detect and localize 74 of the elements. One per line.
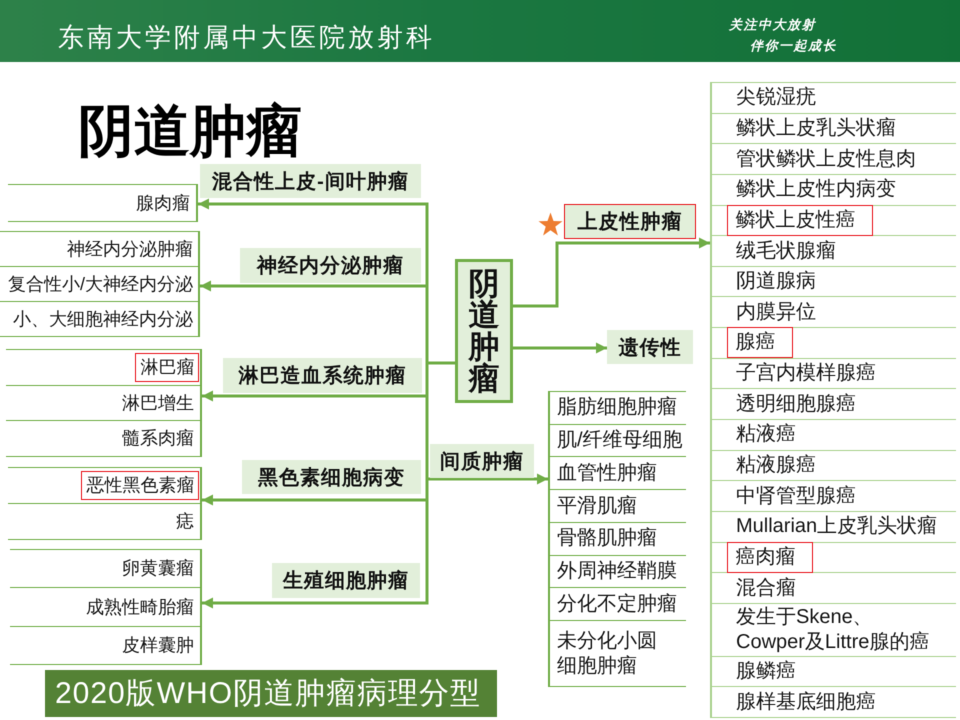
highlighted-tumor-type: 癌肉瘤 bbox=[726, 542, 812, 573]
list-row bbox=[0, 231, 198, 267]
list-row bbox=[712, 82, 956, 114]
arrow bbox=[513, 238, 710, 308]
tumor-type: 平滑肌瘤 bbox=[557, 494, 637, 519]
tumor-type: 中肾管型腺癌 bbox=[736, 484, 856, 509]
list-bracket bbox=[710, 82, 956, 718]
highlighted-tumor-type: 腺癌 bbox=[726, 327, 792, 358]
slogan-text: 伴你一起成长 bbox=[750, 39, 837, 55]
tumor-type: 鳞状上皮性内病变 bbox=[736, 177, 896, 202]
tumor-type: 复合性小/大神经内分泌 bbox=[8, 272, 193, 296]
tumor-type: 管状鳞状上皮性息肉 bbox=[736, 146, 916, 172]
tumor-type: 腺样基底细胞癌 bbox=[736, 690, 876, 715]
tumor-type: 痣 bbox=[176, 510, 194, 533]
tumor-type: 粘液癌 bbox=[736, 422, 796, 448]
tumor-type: 卵黄囊瘤 bbox=[122, 557, 194, 580]
tumor-type: 外周神经鞘膜 bbox=[557, 558, 677, 584]
list-row bbox=[8, 467, 200, 504]
tumor-type: 皮样囊肿 bbox=[122, 634, 194, 657]
list-row bbox=[712, 604, 956, 657]
tumor-type: 尖锐湿疣 bbox=[736, 85, 816, 110]
header-title: 东南大学附属中大医院放射科 bbox=[58, 23, 435, 54]
tumor-type: 腺鳞癌 bbox=[736, 659, 796, 684]
list-row bbox=[550, 391, 686, 425]
highlighted-tumor-type: 恶性黑色素瘤 bbox=[80, 471, 198, 500]
list-bracket bbox=[0, 231, 200, 337]
tumor-type: Mullarian上皮乳头状瘤 bbox=[736, 514, 938, 540]
list-row bbox=[6, 349, 200, 386]
category-label: 神经内分泌肿瘤 bbox=[240, 248, 421, 283]
list-bracket bbox=[10, 549, 202, 665]
tumor-type: 血管性肿瘤 bbox=[557, 460, 657, 486]
slogan-text: 关注中大放射 bbox=[729, 18, 816, 34]
list-row bbox=[10, 549, 200, 588]
tumor-type: 子宫内模样腺癌 bbox=[736, 361, 876, 386]
category-label: 黑色素细胞病变 bbox=[242, 460, 421, 494]
tumor-type: 未分化小圆细胞肿瘤 bbox=[557, 628, 658, 679]
tumor-type: 鳞状上皮乳头状瘤 bbox=[736, 116, 896, 141]
list-row bbox=[712, 206, 956, 236]
category-label: 生殖细胞肿瘤 bbox=[272, 563, 420, 598]
highlighted-tumor-type: 鳞状上皮性癌 bbox=[726, 204, 872, 236]
list-bracket bbox=[548, 391, 686, 687]
topic-box: 阴道肿瘤 bbox=[455, 259, 513, 403]
highlighted-tumor-type: 淋巴瘤 bbox=[134, 353, 198, 382]
category-label: 上皮性肿瘤 bbox=[564, 204, 696, 239]
tumor-type: 神经内分泌肿瘤 bbox=[67, 238, 193, 260]
category-label: 遗传性 bbox=[607, 330, 693, 364]
tumor-type: 小、大细胞神经内分泌 bbox=[13, 308, 193, 330]
tumor-type: 腺肉瘤 bbox=[136, 192, 190, 214]
tumor-type: 淋巴增生 bbox=[122, 392, 194, 414]
arrow bbox=[513, 342, 607, 354]
tumor-type: 成熟性畸胎瘤 bbox=[86, 596, 194, 618]
tumor-type: 肌/纤维母细胞 bbox=[557, 428, 683, 454]
caption-banner: 2020版WHO阴道肿瘤病理分型 bbox=[45, 670, 497, 717]
tumor-type: 阴道腺病 bbox=[736, 269, 816, 294]
list-row bbox=[712, 542, 956, 574]
category-label: 淋巴造血系统肿瘤 bbox=[223, 358, 422, 393]
category-label: 间质肿瘤 bbox=[430, 444, 534, 478]
tumor-type: 脂肪细胞肿瘤 bbox=[557, 395, 677, 420]
tumor-type: 混合瘤 bbox=[736, 576, 796, 601]
category-label: 混合性上皮-间叶肿瘤 bbox=[200, 164, 421, 198]
list-row bbox=[712, 328, 956, 359]
list-row bbox=[712, 420, 956, 451]
list-bracket bbox=[8, 467, 202, 540]
arrow bbox=[426, 362, 548, 484]
page-title: 阴道肿瘤 bbox=[78, 100, 302, 162]
tumor-type: 粘液腺癌 bbox=[736, 453, 816, 478]
tumor-type: 透明细胞腺癌 bbox=[736, 392, 856, 417]
list-bracket bbox=[6, 349, 202, 457]
tumor-type: 发生于Skene、Cowper及Littre腺的癌 bbox=[736, 604, 930, 655]
tumor-type: 骨骼肌肿瘤 bbox=[557, 526, 657, 552]
tumor-type: 绒毛状腺瘤 bbox=[736, 238, 836, 264]
tumor-type: 分化不定肿瘤 bbox=[557, 592, 677, 617]
tumor-type: 髓系肉瘤 bbox=[122, 427, 194, 450]
tumor-type: 内膜异位 bbox=[736, 300, 816, 325]
